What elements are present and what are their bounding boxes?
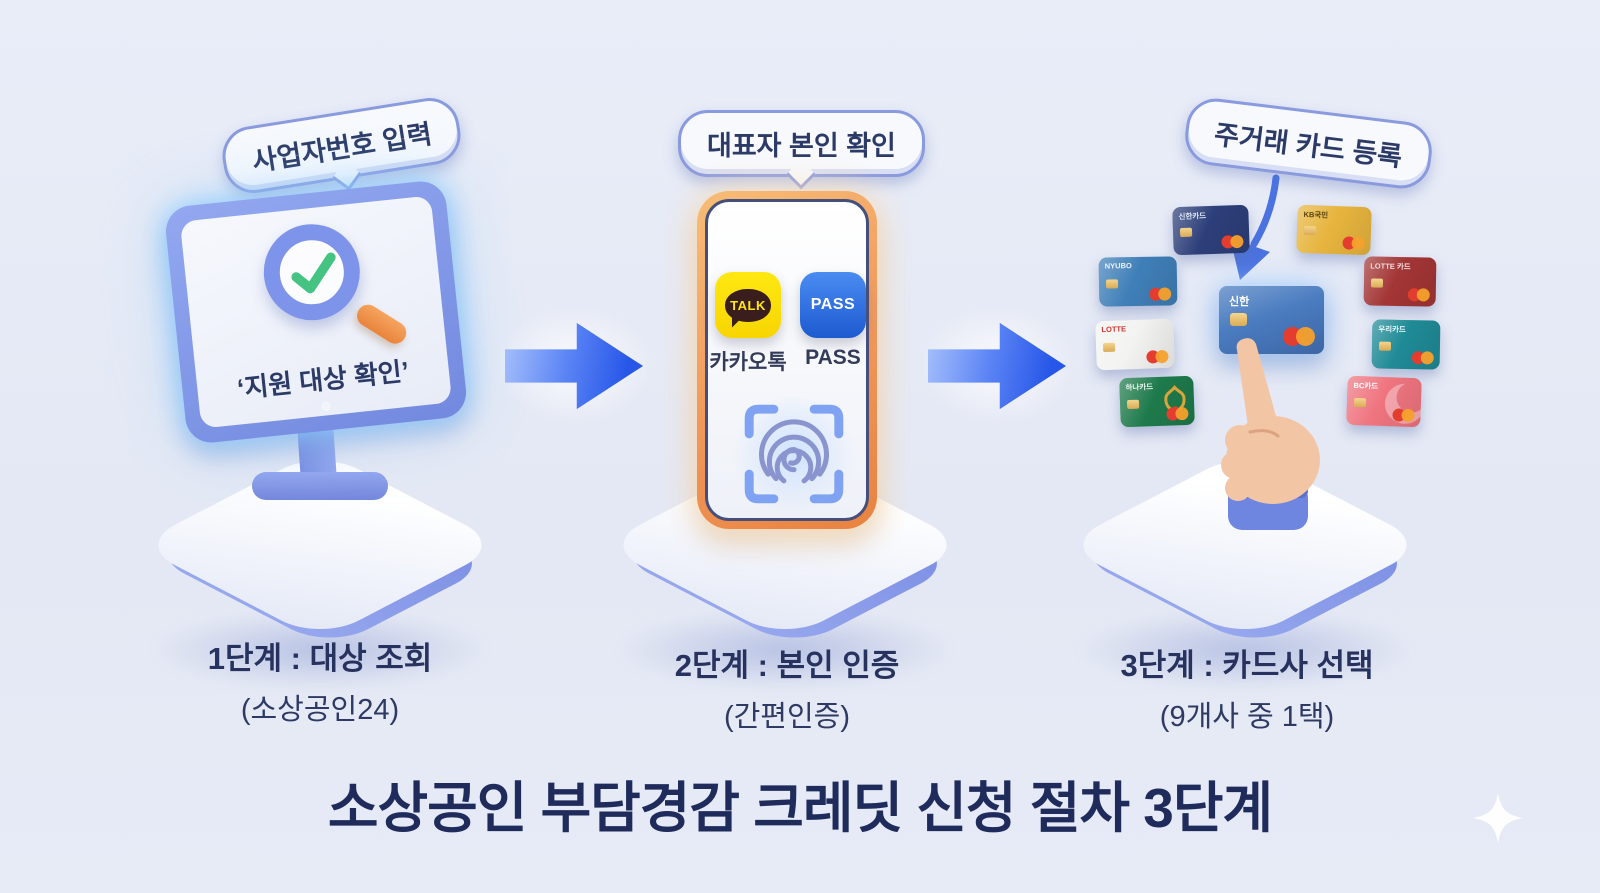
monitor-screen: ‘지원 대상 확인’ [179, 195, 453, 429]
mastercard-icon [1408, 288, 1430, 301]
step2-caption-title: 2단계 : 본인 인증 [674, 648, 900, 683]
page-title: 소상공인 부담경감 크레딧 신청 절차 3단계 [327, 777, 1273, 839]
monitor-stand-base [252, 472, 388, 500]
step2-pedestal [601, 415, 969, 690]
card-lotte-red: LOTTE 카드 [1363, 256, 1437, 307]
pass-app: PASS PASS [758, 272, 908, 370]
phone-screen: TALK 카카오톡 PASS PASS [705, 199, 869, 521]
card-brand-label: 하나카드 [1125, 382, 1154, 393]
card-chip [1378, 341, 1392, 351]
step1-caption: 1단계 : 대상 조회 (소상공인24) [110, 633, 530, 728]
fingerprint-scan-area [734, 394, 854, 514]
magnifier-handle [352, 300, 411, 348]
step1-caption-sub: (소상공인24) [240, 694, 400, 726]
card-brand-label: LOTTE [1101, 324, 1127, 335]
card-brand-label: NYUBO [1104, 261, 1132, 271]
card-brand-label: KB국민 [1303, 209, 1329, 220]
pointing-hand-icon [1221, 338, 1320, 530]
monitor: ‘지원 대상 확인’ [163, 178, 469, 446]
card-lotte-white: LOTTE [1095, 318, 1175, 371]
step3-caption: 3단계 : 카드사 선택 (9개사 중 1택) [1037, 640, 1457, 735]
card-chip [1179, 227, 1193, 238]
smartphone: TALK 카카오톡 PASS PASS [697, 191, 877, 529]
card-brand-label: 신한 [1229, 296, 1250, 308]
step1-pedestal [136, 415, 504, 690]
card-chip [1126, 399, 1140, 409]
mastercard-icon [1412, 351, 1434, 364]
pass-label: PASS [805, 346, 861, 369]
mastercard-icon [1342, 236, 1364, 250]
card-shinhan-selected: 신한 [1219, 286, 1324, 354]
step2-bubble-label: 대표자 본인 확인 [707, 131, 896, 161]
pass-icon: PASS [800, 272, 866, 338]
card-woori: 우리카드 [1371, 319, 1441, 370]
step3-caption-title: 3단계 : 카드사 선택 [1120, 648, 1374, 683]
step1-caption-title: 1단계 : 대상 조회 [207, 641, 433, 676]
card-shinhan: 신한카드 [1172, 204, 1250, 256]
step2-caption: 2단계 : 본인 인증 (간편인증) [577, 640, 997, 735]
card-chip [1230, 313, 1247, 327]
card-bc: BC카드 [1346, 375, 1422, 428]
kakaotalk-badge: TALK [725, 288, 771, 322]
mastercard-icon [1149, 287, 1171, 300]
fingerprint-icon [744, 404, 844, 504]
mastercard-icon [1166, 407, 1188, 421]
mastercard-icon [1283, 327, 1315, 346]
card-brand-label: 신한카드 [1178, 211, 1207, 222]
card-chip [1353, 397, 1367, 407]
card-chip [1303, 226, 1317, 236]
card-brand-label: LOTTE 카드 [1370, 261, 1411, 272]
step3-pedestal [1061, 415, 1429, 690]
screen-quote-text: ‘지원 대상 확인’ [235, 355, 411, 404]
card-chip [1102, 342, 1116, 352]
card-chip [1370, 278, 1384, 288]
card-chip [1105, 278, 1119, 289]
card-brand-label: 우리카드 [1378, 324, 1406, 334]
kakaotalk-app: TALK 카카오톡 [673, 272, 823, 376]
step3-caption-sub: (9개사 중 1택) [1159, 701, 1335, 733]
monitor-dot [320, 400, 332, 412]
kakaotalk-icon: TALK [715, 272, 781, 338]
sparkle-icon [1473, 793, 1523, 843]
card-hana-green: 하나카드 [1119, 375, 1195, 428]
mastercard-icon [1221, 235, 1243, 249]
kakaotalk-label: 카카오톡 [709, 351, 787, 374]
card-kb: KB국민 [1296, 204, 1372, 256]
step2-speech-bubble: 대표자 본인 확인 [678, 110, 925, 177]
pass-badge: PASS [810, 296, 856, 313]
step3-bubble-label: 주거래 카드 등록 [1212, 119, 1404, 173]
card-nyubo: NYUBO [1098, 256, 1178, 307]
magnifier-check-icon [259, 219, 365, 325]
mastercard-icon [1146, 350, 1168, 364]
mastercard-icon [1392, 408, 1414, 422]
step2-caption-sub: (간편인증) [723, 701, 851, 733]
step1-bubble-label: 사업자번호 입력 [250, 118, 435, 177]
card-brand-label: BC카드 [1353, 380, 1379, 391]
